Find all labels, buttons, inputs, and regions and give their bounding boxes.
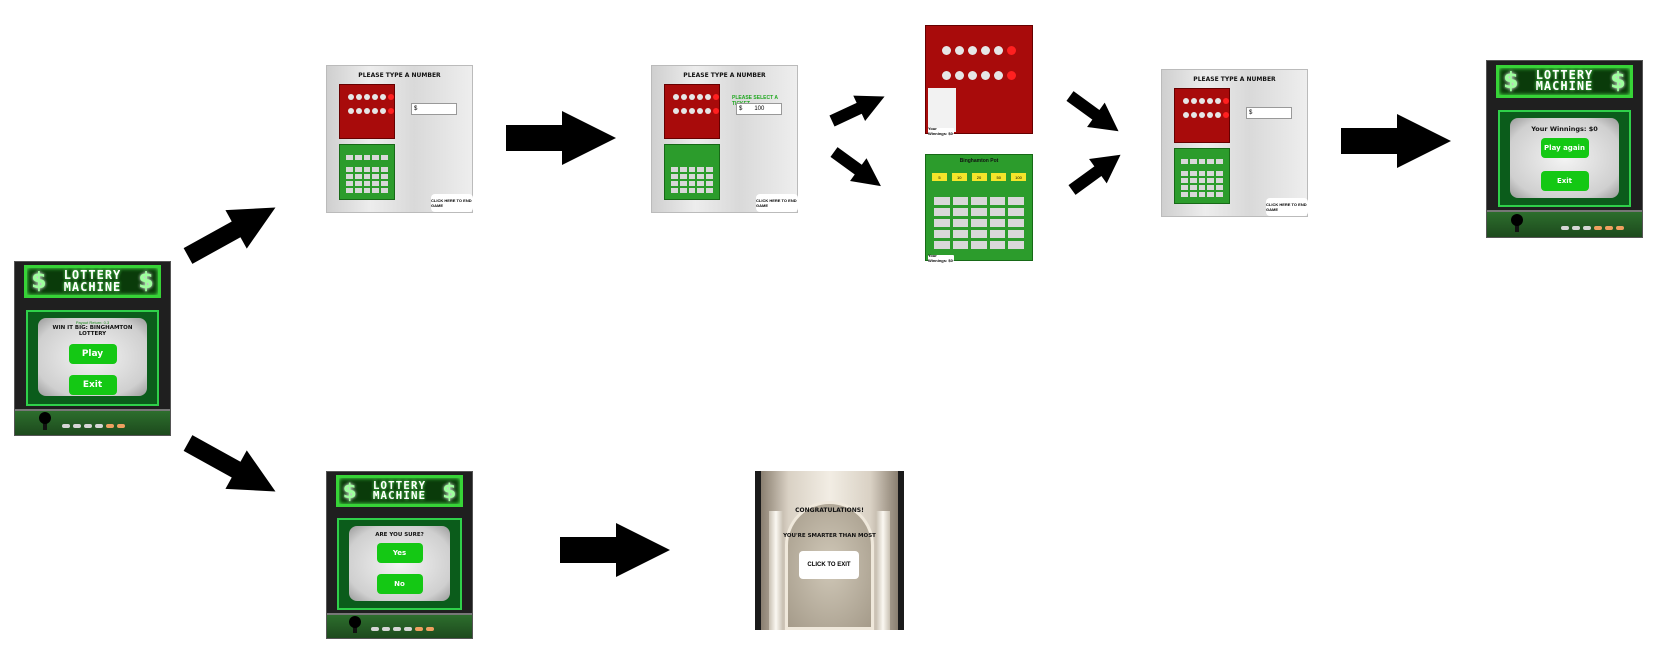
marquee: $ LOTTERY MACHINE $ [24, 265, 161, 299]
scratch-grid[interactable] [934, 197, 1024, 249]
congrats-screen: CONGRATULATIONS! YOU'RE SMARTER THAN MOS… [755, 471, 904, 630]
screen-frame: ARE YOU SURE? Yes No [337, 518, 462, 610]
yellow-values: 5 10 20 50 100 [932, 173, 1026, 181]
screen: ARE YOU SURE? Yes No [348, 525, 451, 601]
arrow-start-to-confirm [183, 435, 276, 492]
amount-input[interactable]: $ [411, 103, 457, 115]
value-box[interactable]: 10 [951, 173, 967, 181]
green-ticket-preview[interactable] [339, 144, 395, 200]
dollar-icon: $ [342, 479, 357, 504]
arrow-confirm-to-congrats [560, 523, 670, 577]
type-number-screen: PLEASE TYPE A NUMBER $ CLICK HERE TO END… [326, 65, 473, 213]
arcade-buttons [1561, 225, 1625, 230]
screen-frame: Your Winnings: $0 Play again Exit [1497, 110, 1632, 208]
arcade-buttons [61, 423, 125, 428]
end-game-button[interactable]: CLICK HERE TO END GAME [431, 194, 473, 212]
congrats-subtitle: YOU'RE SMARTER THAN MOST [783, 533, 876, 539]
value-box[interactable]: 50 [991, 173, 1007, 181]
dollar-icon: $ [442, 479, 457, 504]
end-game-button[interactable]: CLICK HERE TO END GAME [1266, 198, 1308, 216]
value-box[interactable]: 100 [1011, 173, 1026, 181]
screen-header: PLEASE TYPE A NUMBER [683, 72, 766, 79]
exit-button[interactable]: Exit [1540, 170, 1589, 191]
dollar-icon: $ [1503, 68, 1519, 94]
yes-button[interactable]: Yes [376, 543, 423, 564]
marquee-title: LOTTERY MACHINE [372, 478, 427, 503]
arrow-type2-to-winnings [1341, 114, 1451, 168]
arrow-green-to-type2 [1068, 154, 1121, 195]
arrow-red-to-type2 [1066, 91, 1119, 132]
control-panel [327, 612, 472, 638]
dollar-icon: $ [1610, 68, 1626, 94]
value-box[interactable]: 5 [932, 173, 947, 181]
marquee-title: LOTTERY MACHINE [63, 268, 122, 294]
amount-input[interactable]: $ [1246, 107, 1292, 119]
red-ticket-preview[interactable] [339, 84, 395, 139]
green-ticket-screen: Binghamton Pot 5 10 20 50 100 Your Winni… [925, 154, 1033, 263]
green-ticket-preview[interactable] [1174, 148, 1230, 204]
value-box[interactable]: 20 [971, 173, 987, 181]
winnings-label: Your Winnings: $0 [928, 126, 954, 136]
payout-subtitle: Payout Return: 0.3 [75, 319, 110, 325]
winnings-screen: $ LOTTERY MACHINE $ Your Winnings: $0 Pl… [1486, 60, 1643, 238]
green-ticket-preview[interactable] [664, 144, 720, 200]
pot-header: Binghamton Pot [959, 158, 999, 164]
number-list-panel [928, 88, 956, 132]
headline: WIN IT BIG: BINGHAMTON LOTTERY [52, 324, 133, 337]
joystick-icon [349, 615, 362, 634]
marquee-title: LOTTERY MACHINE [1535, 67, 1594, 94]
joystick-icon [38, 411, 51, 431]
confirm-screen: $ LOTTERY MACHINE $ ARE YOU SURE? Yes No [326, 471, 473, 639]
no-button[interactable]: No [376, 574, 423, 595]
left-column [769, 511, 783, 630]
red-ticket-preview[interactable] [1174, 88, 1230, 143]
dollar-icon: $ [31, 269, 47, 295]
play-button[interactable]: Play [68, 343, 117, 364]
right-column [876, 511, 890, 630]
exit-button[interactable]: Exit [68, 374, 117, 395]
amount-input[interactable]: $ 100 [736, 103, 782, 115]
exit-button[interactable]: CLICK TO EXIT [799, 551, 859, 579]
control-panel [1487, 210, 1642, 237]
screen: Payout Return: 0.3 WIN IT BIG: BINGHAMTO… [38, 317, 147, 397]
arrow-type-to-select [506, 111, 616, 165]
congrats-title: CONGRATULATIONS! [795, 507, 864, 514]
end-game-button[interactable]: CLICK HERE TO END GAME [756, 194, 798, 212]
screen: Your Winnings: $0 Play again Exit [1510, 117, 1619, 198]
red-ticket-preview[interactable] [664, 84, 720, 139]
screen-header: PLEASE TYPE A NUMBER [1193, 76, 1276, 83]
control-panel [15, 408, 170, 435]
marquee: $ LOTTERY MACHINE $ [335, 475, 464, 507]
red-ticket-screen: Your Winnings: $0 [925, 25, 1033, 136]
joystick-icon [1510, 213, 1523, 233]
screen-header: PLEASE TYPE A NUMBER [358, 72, 441, 79]
marquee: $ LOTTERY MACHINE $ [1496, 64, 1633, 98]
arrow-select-to-red [829, 95, 885, 127]
dollar-icon: $ [138, 269, 154, 295]
start-screen: $ LOTTERY MACHINE $ Payout Return: 0.3 W… [14, 261, 171, 436]
confirm-question: ARE YOU SURE? [375, 532, 424, 539]
arrow-start-to-type [183, 207, 276, 264]
select-ticket-screen: PLEASE TYPE A NUMBER PLEASE SELECT A TIC… [651, 65, 798, 213]
screen-frame: Payout Return: 0.3 WIN IT BIG: BINGHAMTO… [25, 310, 160, 406]
winnings-label: Your Winnings: $0 [928, 253, 954, 263]
arrow-select-to-green [830, 147, 881, 187]
arcade-buttons [370, 627, 434, 632]
type-number-screen-2: PLEASE TYPE A NUMBER $ CLICK HERE TO END… [1161, 69, 1308, 217]
play-again-button[interactable]: Play again [1540, 137, 1589, 158]
winnings-label: Your Winnings: $0 [1531, 124, 1598, 133]
